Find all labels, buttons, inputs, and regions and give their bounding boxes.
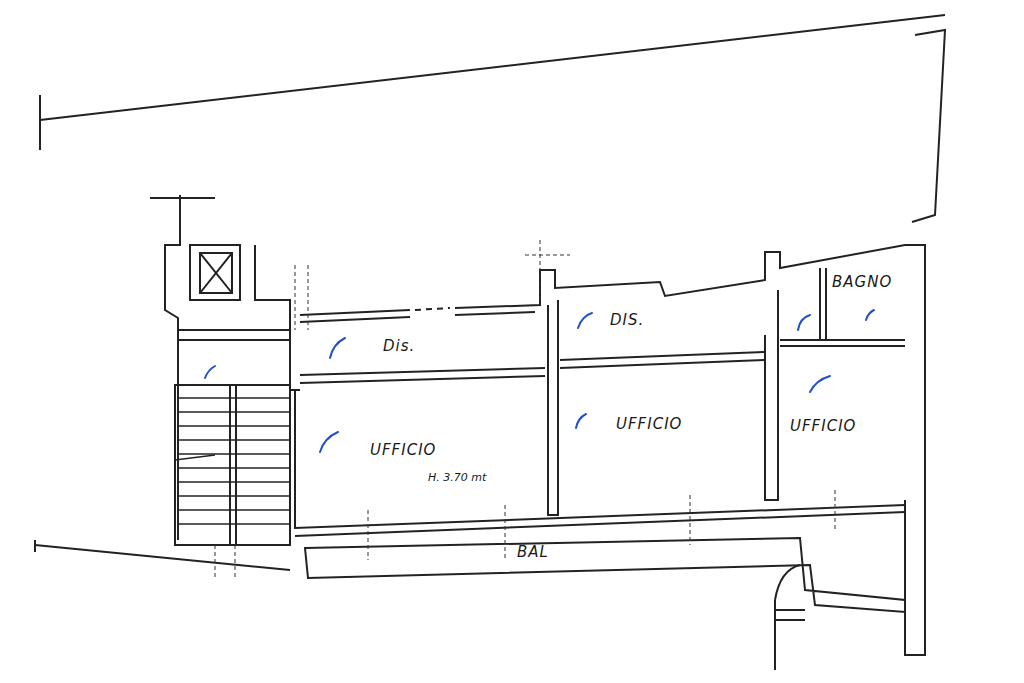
room-area: UFFICIO: [560, 370, 763, 502]
room-label: Dis.: [383, 338, 415, 355]
stair-treads: [175, 398, 290, 524]
room-area: BAL: [312, 540, 800, 570]
walls: [35, 15, 945, 670]
room-label: UFFICIO: [790, 418, 856, 435]
height-note: H. 3.70 mt: [428, 472, 486, 484]
room-area: BAGNO: [828, 268, 904, 338]
room-label: DIS.: [610, 312, 644, 329]
axis-lines: [215, 240, 835, 580]
room-area: UFFICIO: [780, 350, 904, 492]
room-area: Dis.: [305, 322, 540, 368]
room-label: BAL: [517, 544, 549, 561]
room-area: DIS.: [560, 292, 760, 352]
door-marks: [205, 310, 874, 452]
room-label: UFFICIO: [370, 442, 436, 459]
room-label: BAGNO: [832, 274, 892, 291]
room-label: UFFICIO: [616, 416, 682, 433]
room-area: UFFICIO H. 3.70 mt: [300, 386, 545, 522]
